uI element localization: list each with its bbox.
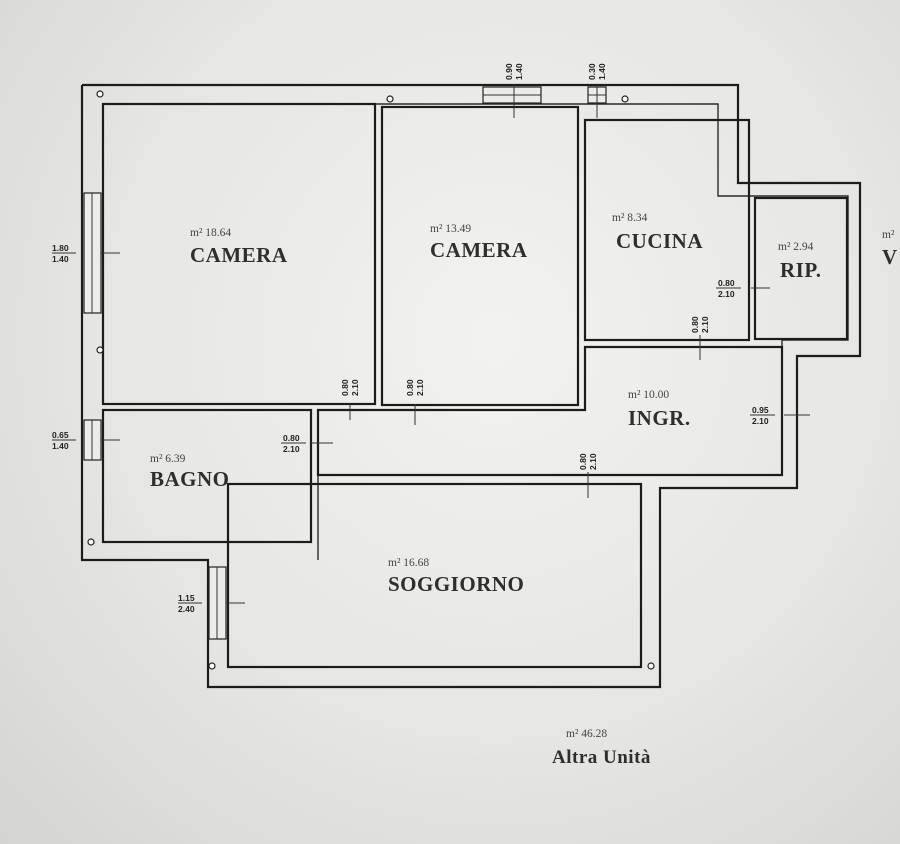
svg-text:2.10: 2.10: [283, 444, 300, 454]
area-cucina: m² 8.34: [612, 212, 648, 224]
svg-text:2.10: 2.10: [752, 416, 769, 426]
svg-text:0.80: 0.80: [690, 316, 700, 333]
dim-door-camera-1: 0.80 2.10: [340, 379, 360, 396]
dim-window-camera-1: 1.80 1.40: [52, 243, 76, 264]
dim-window-soggiorno: 1.15 2.40: [178, 593, 202, 614]
svg-text:0.80: 0.80: [283, 433, 300, 443]
room-ingresso: [316, 345, 784, 477]
dim-door-bagno: 0.80 2.10: [281, 433, 306, 454]
window-bagno-left: [83, 419, 102, 461]
svg-text:0.90: 0.90: [504, 63, 514, 80]
svg-text:1.40: 1.40: [52, 441, 69, 451]
area-ingr: m² 10.00: [628, 389, 669, 401]
room-camera-2: [380, 105, 580, 407]
svg-text:0.65: 0.65: [52, 430, 69, 440]
corner-markers: [87, 90, 655, 670]
svg-text:0.30: 0.30: [587, 63, 597, 80]
area-bagno: m² 6.39: [150, 453, 186, 465]
area-altra-unita: m² 46.28: [566, 728, 607, 740]
door-marks: [101, 85, 810, 604]
dim-door-soggiorno: 0.80 2.10: [578, 453, 598, 470]
dim-door-camera-2: 0.80 2.10: [405, 379, 425, 396]
room-cucina: [583, 118, 751, 342]
dim-window-bagno: 0.65 1.40: [52, 430, 76, 451]
room-bagno: [101, 408, 313, 544]
dim-door-rip: 0.80 2.10: [716, 278, 741, 299]
svg-text:2.10: 2.10: [350, 379, 360, 396]
label-bagno: BAGNO: [150, 467, 230, 491]
area-soggiorno: m² 16.68: [388, 557, 429, 569]
svg-text:2.10: 2.10: [415, 379, 425, 396]
svg-text:1.40: 1.40: [514, 63, 524, 80]
label-rip: RIP.: [780, 258, 822, 282]
svg-text:1.40: 1.40: [597, 63, 607, 80]
svg-text:0.80: 0.80: [340, 379, 350, 396]
dim-window-camera-2: 0.90 1.40: [504, 63, 524, 80]
svg-text:0.80: 0.80: [405, 379, 415, 396]
label-cucina: CUCINA: [616, 229, 703, 253]
label-ingr: INGR.: [628, 406, 691, 430]
area-camera-1: m² 18.64: [190, 227, 231, 239]
dim-window-cucina: 0.30 1.40: [587, 63, 607, 80]
dim-door-ingresso: 0.95 2.10: [750, 405, 775, 426]
svg-text:2.40: 2.40: [178, 604, 195, 614]
label-camera-2: CAMERA: [430, 238, 528, 262]
area-rip: m² 2.94: [778, 241, 814, 253]
svg-text:2.10: 2.10: [718, 289, 735, 299]
svg-text:2.10: 2.10: [700, 316, 710, 333]
svg-text:2.10: 2.10: [588, 453, 598, 470]
svg-text:1.15: 1.15: [178, 593, 195, 603]
label-soggiorno: SOGGIORNO: [388, 572, 524, 596]
window-camera-2-top: [482, 86, 542, 104]
label-altra-unita: Altra Unità: [552, 747, 651, 768]
svg-text:0.95: 0.95: [752, 405, 769, 415]
outer-walls: [80, 83, 862, 689]
svg-text:0.80: 0.80: [718, 278, 735, 288]
room-camera-1: [101, 102, 377, 406]
window-camera-1-left: [83, 192, 102, 314]
svg-text:1.80: 1.80: [52, 243, 69, 253]
label-partial-room: V: [882, 245, 898, 269]
dim-door-cucina: 0.80 2.10: [690, 316, 710, 333]
label-camera-1: CAMERA: [190, 243, 288, 267]
area-partial-room: m²: [882, 229, 895, 241]
svg-text:1.40: 1.40: [52, 254, 69, 264]
room-soggiorno: [226, 482, 643, 669]
svg-text:0.80: 0.80: [578, 453, 588, 470]
window-soggiorno-left: [208, 566, 227, 640]
area-camera-2: m² 13.49: [430, 223, 471, 235]
room-ripostiglio: [753, 196, 849, 341]
